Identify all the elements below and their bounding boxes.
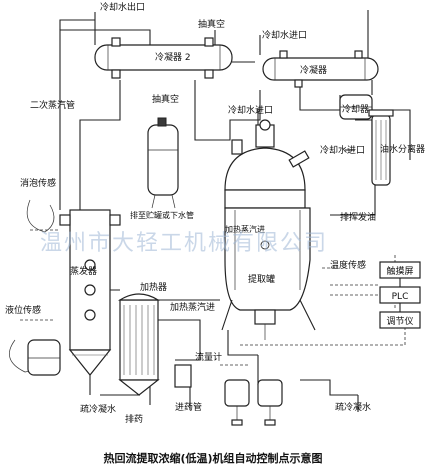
plc-box: PLC <box>392 292 409 302</box>
labels: 冷却水出口 抽真空 冷却水进口 冷凝器 2 冷凝器 二次蒸汽管 抽真空 冷却水进… <box>5 1 425 425</box>
label-level-sensor: 液位传感 <box>5 304 41 316</box>
label-vacuum-mid: 抽真空 <box>152 93 179 105</box>
cooler <box>339 94 373 120</box>
label-feed-pipe: 进药管 <box>175 401 202 413</box>
regulator-box: 调节仪 <box>386 316 413 327</box>
extraction-tank <box>221 119 316 340</box>
label-discharge: 排药 <box>125 413 143 425</box>
label-drain-oil: 排挥发油 <box>340 211 376 223</box>
label-cooling-water-in-top: 冷却水进口 <box>262 29 307 41</box>
label-cooling-water-out-1: 冷却水出口 <box>100 1 145 13</box>
label-evaporator: 蒸发器 <box>70 265 97 277</box>
label-foam-sensor: 消泡传感 <box>20 177 56 189</box>
label-cooler: 冷却器 <box>342 103 369 115</box>
condenser-2 <box>94 37 233 79</box>
label-flow-meter: 流量计 <box>195 351 222 363</box>
label-oil-water-separator: 油水分离器 <box>380 143 425 155</box>
control-boxes: 触摸屏 PLC 调节仪 <box>379 261 421 329</box>
watermark-text: 温州市大轻工机械有限公司 <box>40 231 328 256</box>
label-secondary-steam-pipe: 二次蒸汽管 <box>30 99 75 111</box>
label-drain-water-left: 疏冷凝水 <box>80 403 116 415</box>
label-drain-to-sewer: 排至贮罐或下水管 <box>130 210 194 220</box>
heater <box>117 293 161 396</box>
evaporator <box>59 209 121 395</box>
label-temperature-sensor: 温度传感 <box>330 259 366 271</box>
label-heater: 加热器 <box>140 281 167 293</box>
condenser <box>262 50 379 88</box>
touch-screen-box: 触摸屏 <box>386 265 413 277</box>
label-heating-steam-in-top: 加热蒸汽进 <box>225 224 265 234</box>
sensor-loops <box>9 199 61 376</box>
label-extraction-tank: 提取罐 <box>248 273 275 285</box>
label-drain-water-right: 疏冷凝水 <box>335 401 371 413</box>
label-cooling-water-in-mid: 冷却水进口 <box>228 104 273 116</box>
label-condenser-2: 冷凝器 2 <box>155 51 191 63</box>
oil-water-separator <box>368 109 394 186</box>
flow-meter-and-filters <box>174 364 283 426</box>
label-cooling-water-in-right: 冷却水进口 <box>320 144 365 156</box>
pipe-network <box>20 10 411 412</box>
receiver-tank <box>147 117 179 209</box>
diagram-title: 热回流提取浓缩(低温)机组自动控制点示意图 <box>103 451 322 465</box>
label-condenser: 冷凝器 <box>300 64 327 76</box>
label-vacuum-top: 抽真空 <box>198 18 225 30</box>
label-heating-steam-in: 加热蒸汽进 <box>170 301 215 313</box>
